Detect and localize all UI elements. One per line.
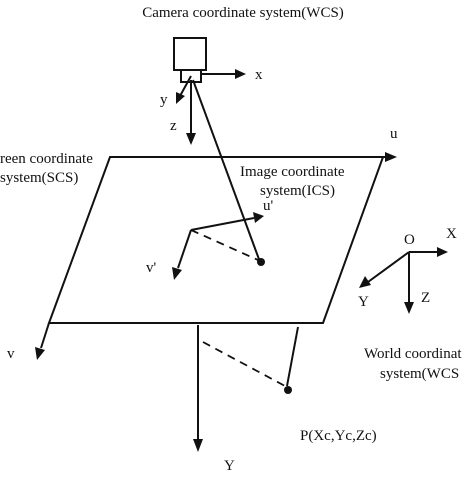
world-point <box>284 386 292 394</box>
camera-x-label: x <box>255 67 263 83</box>
world-Z-label: Z <box>421 290 430 306</box>
image-u-label: u' <box>263 198 274 214</box>
screen-v-label: v <box>7 346 15 362</box>
point-projection-line <box>286 326 299 387</box>
image-point-dashed-line <box>190 229 259 261</box>
world-label-line2: system(WCS <box>380 366 459 382</box>
image-v-axis <box>177 229 192 269</box>
world-X-label: X <box>446 226 457 242</box>
screen-v-axis <box>40 322 50 349</box>
image-v-arrowhead <box>172 267 182 280</box>
screen-label-line2: system(SCS) <box>0 170 78 186</box>
image-u-arrowhead <box>253 212 264 223</box>
image-v-label: v' <box>146 260 157 276</box>
camera-icon <box>173 37 207 83</box>
world-origin-label: O <box>404 232 415 248</box>
point-label: P(Xc,Yc,Zc) <box>300 428 377 444</box>
world-Z-arrowhead <box>404 302 414 314</box>
image-u-axis <box>190 217 255 231</box>
camera-x-arrowhead <box>235 69 246 79</box>
screen-plane <box>47 156 385 324</box>
world-Y-axis <box>367 251 410 283</box>
camera-y-axis <box>179 75 192 97</box>
image-point <box>257 258 265 266</box>
point-dashed-line <box>202 341 286 387</box>
screen-v-arrowhead <box>35 347 45 360</box>
camera-y-arrowhead <box>176 92 185 104</box>
projection-ray <box>192 79 261 263</box>
world-Y-arrowhead <box>359 276 371 288</box>
image-label-line2: system(ICS) <box>260 183 335 199</box>
camera-z-arrowhead <box>186 133 196 145</box>
screen-label-line1: reen coordinate <box>0 151 93 167</box>
screen-u-label: u <box>390 126 398 142</box>
image-label-line1: Image coordinate <box>240 164 345 180</box>
world-label-line1: World coordinat <box>364 346 462 362</box>
camera-y-label: y <box>160 92 168 108</box>
screen-u-arrowhead <box>385 152 397 162</box>
camera-z-label: z <box>170 118 177 134</box>
world-Y-label: Y <box>358 294 369 310</box>
screen-Y-arrowhead <box>193 439 203 452</box>
camera-title: Camera coordinate system(WCS) <box>142 5 344 21</box>
screen-Y-label: Y <box>224 458 235 474</box>
world-X-arrowhead <box>437 247 448 257</box>
